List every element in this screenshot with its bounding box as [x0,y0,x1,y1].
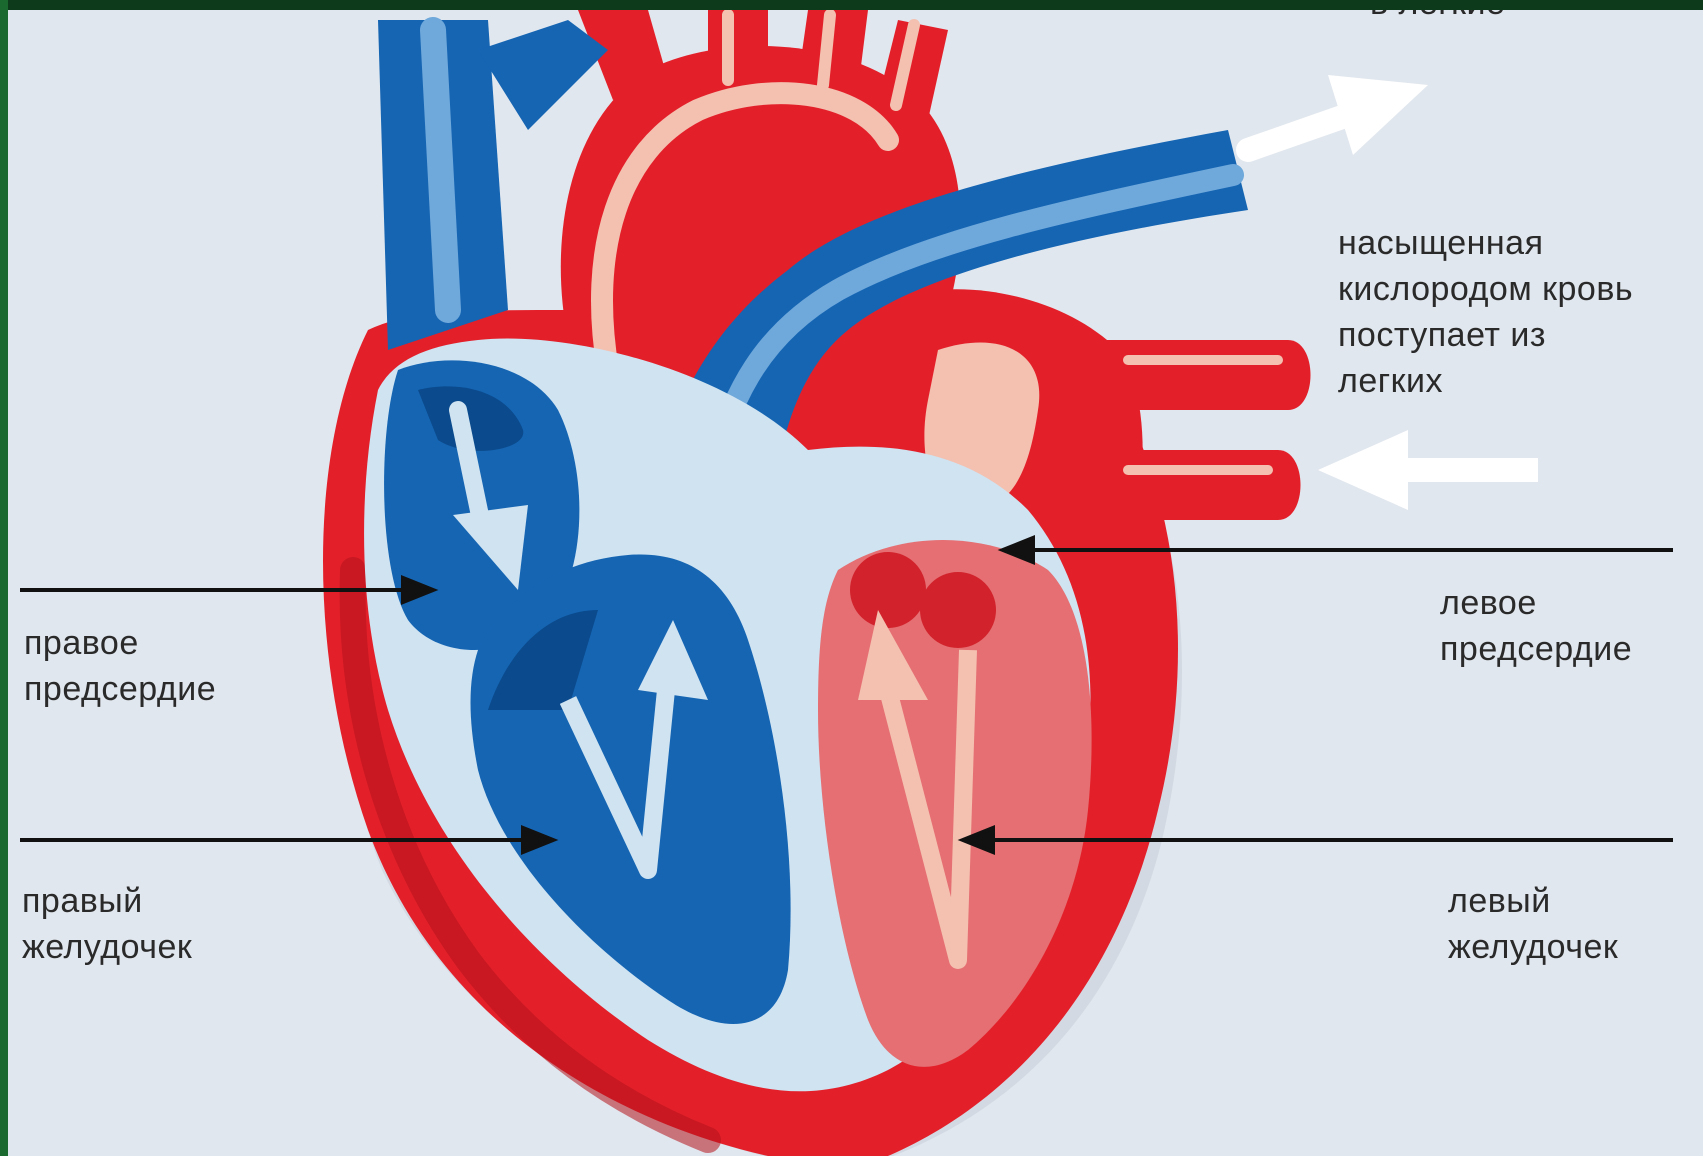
label-oxygenated-blood: насыщенная кислородом кровь поступает из… [1338,220,1633,404]
heart-diagram-panel: в легкие насыщенная кислородом кровь пос… [8,10,1703,1156]
label-right-ventricle: правый желудочек [22,878,192,970]
label-left-atrium: левое предсердие [1440,580,1632,672]
arrow-to-lungs [1248,115,1348,150]
label-right-atrium: правое предсердие [24,620,216,712]
label-left-ventricle: левый желудочек [1448,878,1618,970]
vena-cava-highlight [433,30,448,310]
label-to-lungs: в легкие [1370,10,1505,26]
pulmonary-vein-upper [1098,340,1311,410]
vena-cava-branch [478,20,608,130]
aorta-branch-1 [708,10,768,80]
slide-frame-top [0,0,1703,10]
arrow-from-lungs-head [1318,430,1408,510]
arrow-to-lungs-head [1328,75,1428,155]
mitral-valve-1 [850,552,926,628]
mitral-valve-2 [920,572,996,648]
slide-frame-left [0,0,8,1156]
pulmonary-vein-lower [1098,450,1301,520]
